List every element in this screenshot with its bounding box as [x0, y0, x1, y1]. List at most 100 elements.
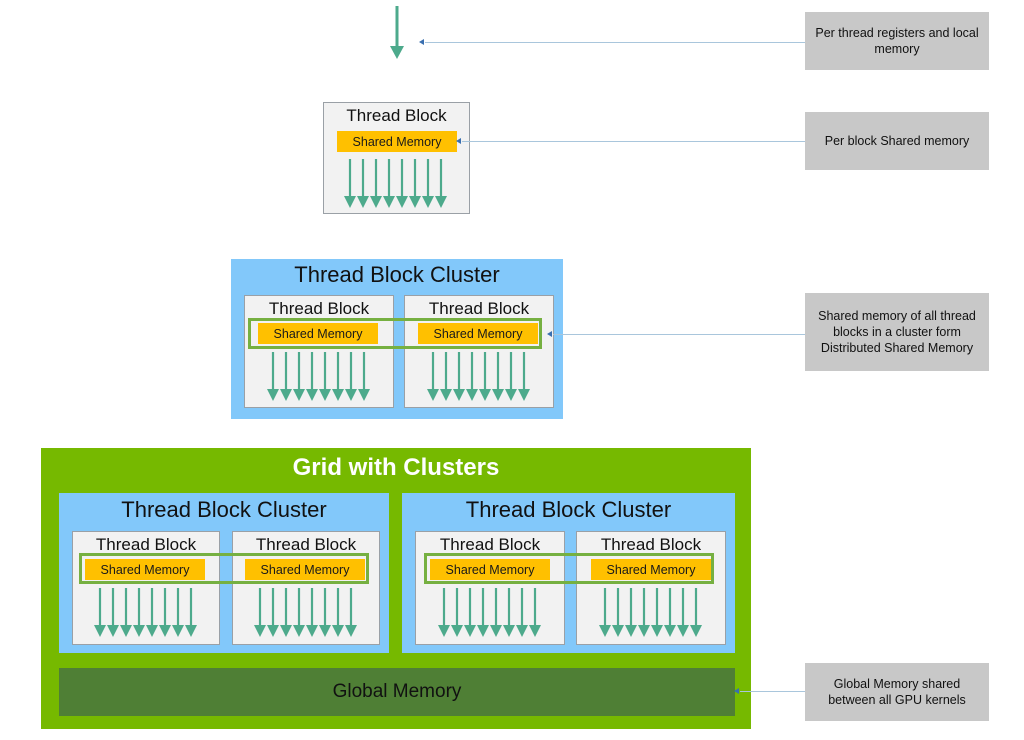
thread-arrow	[438, 588, 450, 637]
cluster-title: Thread Block Cluster	[121, 497, 327, 522]
thread-block-title: Thread Block	[428, 299, 530, 318]
thread-arrow	[516, 588, 528, 637]
thread-arrow	[293, 352, 305, 401]
thread-arrow	[267, 352, 279, 401]
thread-arrow	[612, 588, 624, 637]
thread-arrow	[280, 588, 292, 637]
thread-arrow	[306, 352, 318, 401]
thread-arrow	[440, 352, 452, 401]
thread-arrow	[599, 588, 611, 637]
thread-arrow	[625, 588, 637, 637]
thread-arrow	[490, 588, 502, 637]
thread-arrow	[651, 588, 663, 637]
note-block-shared: Per block Shared memory	[805, 112, 989, 170]
thread-arrow	[503, 588, 515, 637]
thread-block-standalone: Thread Block Shared Memory	[323, 102, 470, 214]
thread-arrows	[438, 588, 541, 637]
thread-block-cluster-right: Thread Block Cluster Thread Block Shared…	[402, 493, 735, 653]
thread-arrow	[293, 588, 305, 637]
shared-memory: Shared Memory	[418, 323, 538, 344]
connector-arrowhead	[734, 688, 739, 694]
thread-arrow	[332, 588, 344, 637]
note-global: Global Memory shared between all GPU ker…	[805, 663, 989, 721]
connector-global	[740, 691, 805, 692]
thread-block-a: Thread Block Shared Memory	[72, 531, 220, 645]
thread-arrows	[599, 588, 702, 637]
thread-arrow	[664, 588, 676, 637]
distributed-shared-memory-outline	[248, 318, 542, 349]
single-thread-arrow	[390, 6, 404, 59]
shared-memory: Shared Memory	[337, 131, 457, 152]
shared-memory: Shared Memory	[430, 559, 550, 580]
connector-block-shared	[462, 141, 805, 142]
global-memory: Global Memory	[59, 668, 735, 716]
connector-arrowhead	[547, 331, 552, 337]
thread-arrow	[677, 588, 689, 637]
thread-block-title: Thread Block	[439, 535, 541, 554]
thread-arrow	[357, 159, 369, 208]
thread-arrow	[107, 588, 119, 637]
thread-arrow	[435, 159, 447, 208]
thread-arrow	[409, 159, 421, 208]
thread-arrows	[254, 588, 357, 637]
thread-arrow	[159, 588, 171, 637]
thread-arrow	[638, 588, 650, 637]
thread-arrow	[94, 588, 106, 637]
thread-arrow	[319, 352, 331, 401]
shared-memory: Shared Memory	[258, 323, 378, 344]
thread-arrows	[344, 159, 447, 208]
thread-arrow	[185, 588, 197, 637]
grid-title: Grid with Clusters	[292, 454, 500, 481]
thread-arrow	[172, 588, 184, 637]
thread-arrow	[345, 352, 357, 401]
thread-arrow	[690, 588, 702, 637]
thread-arrow	[306, 588, 318, 637]
thread-arrow	[464, 588, 476, 637]
thread-arrow	[383, 159, 395, 208]
connector-distributed-shared	[553, 334, 805, 335]
thread-block-cluster-left: Thread Block Cluster Thread Block Shared…	[59, 493, 389, 653]
note-distributed-shared: Shared memory of all thread blocks in a …	[805, 293, 989, 371]
thread-arrow	[453, 352, 465, 401]
thread-arrow	[477, 588, 489, 637]
thread-arrow	[422, 159, 434, 208]
shared-memory: Shared Memory	[591, 559, 711, 580]
thread-arrow	[466, 352, 478, 401]
thread-block-a: Thread Block Shared Memory	[415, 531, 565, 645]
thread-arrow	[133, 588, 145, 637]
thread-arrow	[254, 588, 266, 637]
thread-arrow	[451, 588, 463, 637]
thread-block-cluster: Thread Block Cluster Thread Block Shared…	[231, 259, 563, 419]
thread-arrow	[396, 159, 408, 208]
thread-arrow	[518, 352, 530, 401]
thread-arrow	[479, 352, 491, 401]
shared-memory: Shared Memory	[85, 559, 205, 580]
connector-arrowhead	[419, 39, 424, 45]
thread-block-title: Thread Block	[346, 106, 447, 125]
thread-arrow	[358, 352, 370, 401]
thread-block-a: Thread Block Shared Memory	[244, 295, 394, 408]
thread-block-title: Thread Block	[255, 535, 357, 554]
thread-arrow	[120, 588, 132, 637]
thread-block-b: Thread Block Shared Memory	[404, 295, 554, 408]
thread-block-title: Thread Block	[600, 535, 702, 554]
connector-arrowhead	[456, 138, 461, 144]
thread-arrow	[427, 352, 439, 401]
distributed-shared-memory-outline	[424, 553, 714, 584]
thread-arrow	[146, 588, 158, 637]
distributed-shared-memory-outline	[79, 553, 369, 584]
thread-block-b: Thread Block Shared Memory	[232, 531, 380, 645]
thread-arrows	[427, 352, 530, 401]
thread-arrows	[94, 588, 197, 637]
note-registers: Per thread registers and local memory	[805, 12, 989, 70]
shared-memory: Shared Memory	[245, 559, 365, 580]
thread-block-b: Thread Block Shared Memory	[576, 531, 726, 645]
thread-arrow	[280, 352, 292, 401]
thread-arrow	[345, 588, 357, 637]
cluster-title: Thread Block Cluster	[465, 497, 672, 522]
grid-with-clusters: Grid with Clusters Thread Block Cluster …	[41, 448, 751, 729]
thread-arrows	[267, 352, 370, 401]
thread-arrow	[370, 159, 382, 208]
thread-arrow	[344, 159, 356, 208]
thread-arrow	[267, 588, 279, 637]
